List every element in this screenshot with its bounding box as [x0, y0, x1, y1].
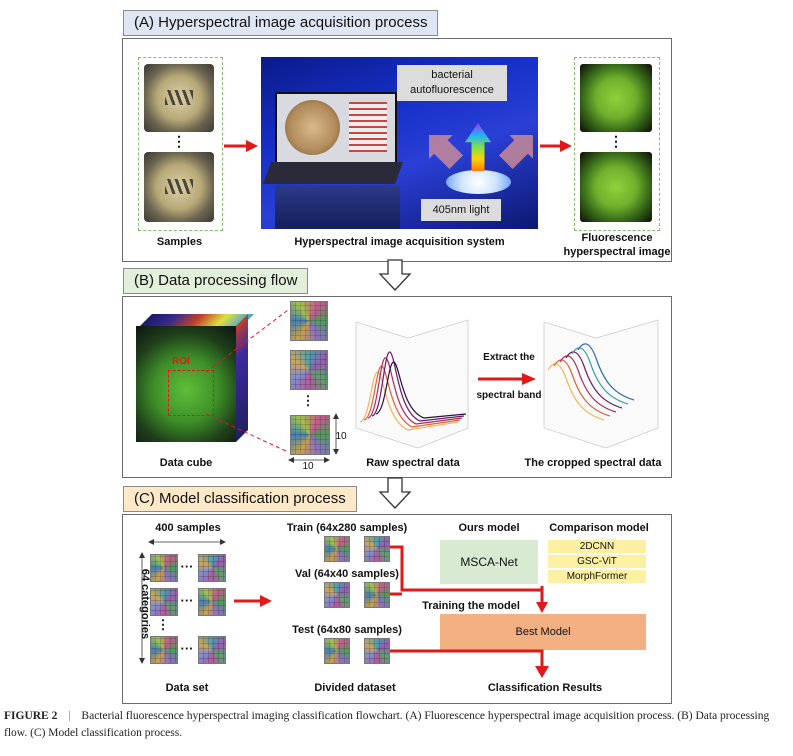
comparison-model-2: GSC-ViT: [548, 555, 646, 568]
hollow-arrow-b-to-c: [378, 477, 412, 509]
cropped-label: The cropped spectral data: [524, 457, 662, 469]
comparison-model-3: MorphFormer: [548, 570, 646, 583]
pixel-patch-2: [290, 350, 328, 390]
panel-b-title: (B) Data processing flow: [123, 268, 309, 294]
dataset-patch-1: [150, 554, 178, 582]
caption-separator: |: [68, 710, 71, 722]
cropped-spectral-plot: [540, 310, 666, 450]
acquisition-system-photo: bacterial autofluorescence 405nm light: [261, 57, 538, 229]
fluorescence-frame: [574, 57, 660, 231]
extract-label-2: spectral band: [476, 390, 542, 401]
fluorescence-image-top: [580, 64, 652, 132]
dataset-dots-3: ···: [180, 641, 194, 656]
samples-label: Samples: [156, 236, 203, 248]
dataset-dots-2: ···: [180, 593, 194, 608]
train-patch-1: [324, 536, 350, 562]
panel-a-title: (A) Hyperspectral image acquisition proc…: [123, 10, 439, 36]
test-patch-2: [364, 638, 390, 664]
msca-net-box: MSCA-Net: [440, 540, 538, 584]
raw-spectral-svg: [355, 319, 469, 449]
extract-label-1: Extract the: [483, 352, 535, 363]
raw-spectral-plot: [348, 310, 474, 450]
panel-c-title: (C) Model classification process: [123, 486, 357, 512]
val-patch-2: [364, 582, 390, 608]
samples-frame: [138, 57, 223, 231]
training-label: Training the model: [422, 600, 520, 612]
train-label: Train (64x280 samples): [286, 522, 408, 534]
dataset-ellipsis: ⋮: [156, 617, 170, 632]
fluorescence-image-bottom: [580, 152, 652, 222]
autofluorescence-label: bacterial autofluorescence: [397, 65, 507, 101]
test-label: Test (64x80 samples): [292, 624, 402, 636]
cube-label: Data cube: [159, 457, 213, 469]
val-patch-1: [324, 582, 350, 608]
roi-box: [168, 370, 214, 416]
patch-height-label: 10: [335, 431, 347, 442]
patch-width-label: 10: [302, 461, 314, 472]
extract-arrow: [478, 372, 536, 386]
test-patch-1: [324, 638, 350, 664]
pixel-patch-3: [290, 415, 330, 455]
sample-dish-top: [144, 64, 214, 132]
patch-ellipsis: ⋮: [301, 393, 315, 408]
data-cube-side: [236, 314, 248, 442]
dataset-patch-6: [198, 636, 226, 664]
dataset-patch-3: [150, 588, 178, 616]
caption-text: Bacterial fluorescence hyperspectral ima…: [4, 710, 770, 739]
light-label: 405nm light: [421, 199, 501, 221]
laptop-base: [262, 162, 404, 184]
cropped-spectral-svg: [543, 319, 659, 449]
fluorescence-ellipsis: ⋮: [609, 133, 623, 149]
figure-caption: FIGURE 2 | Bacterial fluorescence hypers…: [4, 708, 789, 742]
pixel-patch-1: [290, 301, 328, 341]
samples-ellipsis: ⋮: [172, 133, 186, 149]
best-model-box: Best Model: [440, 614, 646, 650]
caption-figure: FIGURE 2: [4, 710, 58, 722]
divided-label: Divided dataset: [314, 682, 396, 694]
fluorescence-plate: [446, 170, 511, 194]
light-arrow-right: [499, 135, 533, 169]
dataset-dots-1: ···: [180, 559, 194, 574]
autofluorescence-rainbow-arrow: [465, 123, 491, 171]
dataset-patch-4: [198, 588, 226, 616]
laptop-screen: [275, 92, 397, 166]
data-cube: ROI: [136, 326, 236, 442]
dataset-patch-5: [150, 636, 178, 664]
comparison-header: Comparison model: [549, 522, 649, 534]
train-patch-2: [364, 536, 390, 562]
samples-header: 400 samples: [155, 522, 221, 534]
fluorescence-label: Fluorescence hyperspectral image: [563, 232, 671, 258]
dataset-patch-2: [198, 554, 226, 582]
light-arrow-left: [429, 135, 463, 169]
raw-label: Raw spectral data: [366, 457, 460, 469]
monitor-stand: [275, 185, 400, 229]
hollow-arrow-a-to-b: [378, 259, 412, 291]
system-label: Hyperspectral image acquisition system: [294, 236, 505, 248]
roi-label: ROI: [172, 356, 190, 367]
dataset-label: Data set: [165, 682, 209, 694]
results-label: Classification Results: [487, 682, 603, 694]
sample-dish-bottom: [144, 152, 214, 222]
ours-header: Ours model: [458, 522, 520, 534]
val-label: Val (64x40 samples): [295, 568, 399, 580]
comparison-model-1: 2DCNN: [548, 540, 646, 553]
